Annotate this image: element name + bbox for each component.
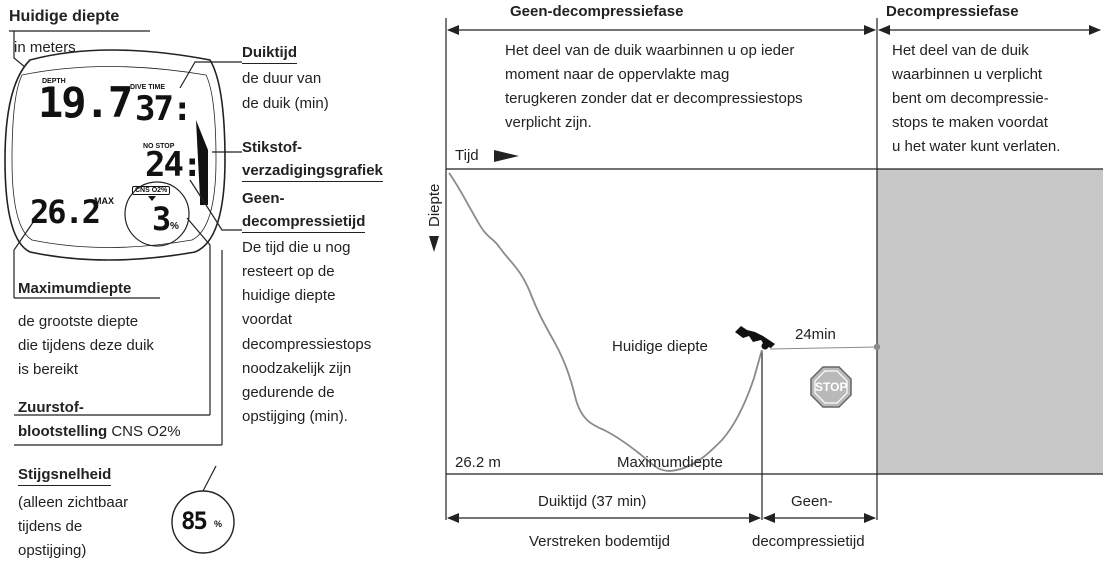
dive-time-title: Duiktijd [242, 42, 297, 64]
cns-circle [124, 181, 190, 247]
current-depth-title: Huidige diepte [9, 8, 120, 25]
cns-unit: % [170, 221, 179, 232]
stop-sign-icon [810, 366, 852, 408]
no-deco-phase-desc-2: moment naar de oppervlakte mag [505, 66, 730, 83]
no-stop-readout: 24: [145, 145, 202, 185]
ndl-line [769, 346, 878, 350]
deco-phase-desc-5: u het water kunt verlaten. [892, 138, 1061, 155]
dive-time-leader [179, 61, 242, 89]
dive-time-desc-2: de duik (min) [242, 95, 329, 112]
computer-screen [11, 66, 217, 248]
max-label: MAX [94, 196, 114, 206]
ascent-desc-3: opstijging) [18, 542, 87, 559]
current-depth-desc: in meters [14, 39, 76, 56]
deco-phase-desc-2: waarbinnen u verplicht [892, 66, 1043, 83]
time-arrow [494, 150, 519, 162]
diver-icon [735, 326, 775, 350]
max-depth-desc-2: die tijdens deze duik [18, 337, 154, 354]
no-deco-desc-3: huidige diepte [242, 287, 336, 304]
no-deco-desc-1: De tijd die u nog [242, 239, 351, 256]
depth-axis-label: Diepte [426, 183, 443, 227]
deco-phase-desc-3: bent om decompressie- [892, 90, 1049, 107]
no-stop-label: NO STOP [143, 143, 175, 150]
no-deco-phase-desc-4: verplicht zijn. [505, 114, 592, 131]
ascent-title: Stijgsnelheid [18, 464, 112, 486]
stop-sign-text: STOP [815, 380, 848, 394]
oxygen-title-2-text: blootstelling [18, 423, 108, 440]
max-depth-readout: 26.2 [30, 193, 101, 231]
nitrogen-title-1: Stikstof- [242, 139, 302, 156]
no-deco-desc-4: voordat [242, 311, 293, 328]
no-deco-desc-6: noodzakelijk zijn [242, 360, 352, 377]
depth-readout: 19.7 [38, 78, 133, 127]
ascent-readout: 85 [181, 507, 208, 535]
dive-time-label: DIVE TIME [130, 84, 166, 91]
dive-profile [448, 172, 763, 472]
deco-phase-title: Decompressiefase [886, 3, 1019, 20]
max-depth-value: 26.2 m [455, 454, 501, 471]
no-deco-desc-8: opstijging (min). [242, 408, 348, 425]
max-depth-label-right: Maximumdiepte [617, 454, 723, 471]
ndl-label-2: decompressietijd [752, 533, 865, 550]
no-deco-desc-5: decompressiestops [242, 336, 372, 353]
deco-region [877, 169, 1103, 474]
ndl-value: 24min [795, 326, 836, 343]
dive-time-desc-1: de duur van [242, 70, 322, 87]
ascent-unit: % [214, 519, 223, 529]
oxygen-suffix: CNS O2% [111, 423, 181, 440]
time-axis-label: Tijd [455, 147, 479, 164]
depth-label: DEPTH [42, 78, 66, 85]
max-depth-leader [13, 217, 37, 298]
depth-arrow [429, 236, 439, 252]
no-deco-desc-7: gedurende de [242, 384, 335, 401]
no-deco-phase-title: Geen-decompressiefase [510, 3, 684, 20]
ndl-endpoint [873, 343, 881, 351]
ascent-desc-1: (alleen zichtbaar [18, 494, 129, 511]
dive-time-label-right: Duiktijd (37 min) [538, 493, 647, 510]
nitrogen-title-2: verzadigingsgrafiek [242, 160, 383, 182]
max-depth-desc-3: is bereikt [18, 361, 79, 378]
elapsed-label: Verstreken bodemtijd [529, 533, 670, 550]
no-deco-title-2: decompressietijd [242, 211, 366, 233]
no-deco-title-1: Geen- [242, 190, 285, 207]
no-deco-phase-desc-3: terugkeren zonder dat er decompressiesto… [505, 90, 803, 107]
oxygen-title-2: blootstelling CNS O2% [18, 421, 181, 442]
oxygen-title-1: Zuurstof- [18, 399, 84, 416]
max-depth-title: Maximumdiepte [18, 280, 132, 297]
max-depth-desc-1: de grootste diepte [18, 313, 139, 330]
no-deco-leader [189, 179, 242, 231]
deco-phase-desc-4: stops te maken voordat [892, 114, 1048, 131]
dive-time-readout: 37: [135, 89, 192, 129]
cns-readout: 3 [152, 200, 171, 238]
no-deco-desc-2: resteert op de [242, 263, 335, 280]
ndl-label-1: Geen- [791, 493, 833, 510]
nitrogen-bargraph [196, 120, 208, 198]
no-deco-phase-desc-1: Het deel van de duik waarbinnen u op ied… [505, 42, 795, 59]
computer-outline [4, 49, 226, 261]
current-depth-label: Huidige diepte [612, 338, 708, 355]
deco-phase-desc-1: Het deel van de duik [892, 42, 1029, 59]
ascent-desc-2: tijdens de [18, 518, 83, 535]
cns-label: CNS O2% [132, 186, 171, 195]
oxygen-leader [186, 217, 211, 415]
